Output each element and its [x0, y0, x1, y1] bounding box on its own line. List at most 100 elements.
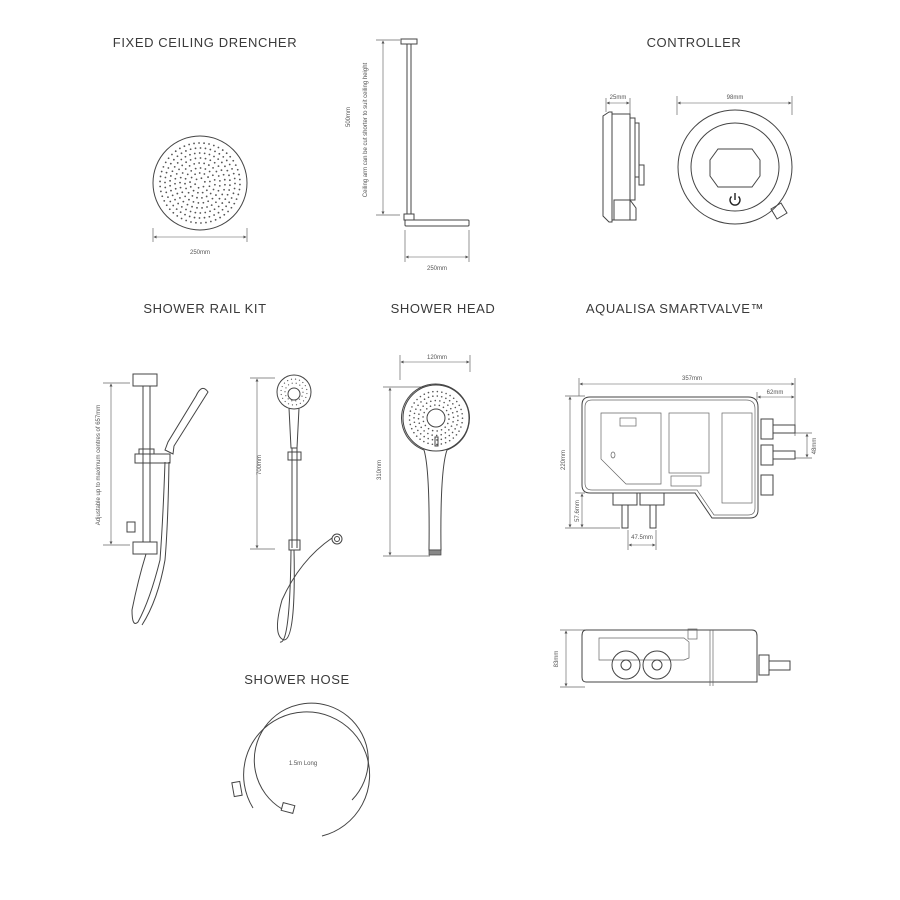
nozzle-dot: [436, 439, 438, 441]
nozzle-dot: [448, 429, 450, 431]
nozzle-dot: [417, 417, 420, 420]
nozzle-dot: [299, 402, 301, 404]
nozzle-dot: [302, 391, 304, 393]
nozzle-dot: [422, 416, 424, 418]
nozzle-dot: [413, 417, 415, 419]
nozzle-dot: [221, 193, 224, 196]
nozzle-dot: [436, 443, 438, 446]
nozzle-dot: [199, 157, 202, 159]
nozzle-dot: [225, 205, 228, 208]
nozzle-dot: [194, 211, 197, 214]
nozzle-dot: [196, 196, 198, 199]
nozzle-dot: [415, 435, 418, 437]
nozzle-dot: [165, 204, 168, 207]
nozzle-dot: [228, 189, 231, 191]
rail-adjust-note: Adjustable up to maximum centres of 657m…: [96, 405, 102, 525]
nozzle-dot: [282, 397, 284, 399]
nozzle-dot: [203, 173, 206, 175]
nozzle-dot: [198, 172, 201, 174]
dim-inlet-spacing: 47.5mm: [631, 535, 653, 541]
nozzle-dot: [448, 418, 450, 420]
nozzle-dot: [184, 182, 186, 185]
nozzle-dot: [419, 438, 421, 440]
nozzle-dot: [448, 439, 451, 442]
nozzle-dot: [213, 155, 215, 158]
nozzle-dot: [436, 430, 438, 432]
nozzle-dot: [168, 208, 171, 211]
nozzle-dot: [205, 189, 208, 192]
nozzle-dot: [436, 395, 439, 397]
nozzle-dot: [162, 165, 165, 168]
nozzle-dot: [230, 197, 233, 199]
nozzle-dot: [211, 174, 214, 177]
nozzle-dot: [222, 155, 225, 158]
nozzle-dot: [431, 443, 434, 446]
nozzle-dot: [163, 199, 166, 202]
dim-drencher-width: 250mm: [190, 250, 210, 256]
nozzle-dot: [444, 426, 447, 428]
nozzle-dot: [219, 216, 222, 219]
nozzle-dot: [432, 395, 434, 398]
nozzle-dot: [176, 162, 179, 164]
drencher-nozzles: [159, 142, 241, 224]
nozzle-dot: [184, 213, 186, 216]
nozzle-dot: [217, 205, 220, 208]
nozzle-dot: [203, 152, 206, 155]
dim-head-width: 120mm: [427, 355, 447, 361]
valve-inlets: [612, 492, 665, 529]
arm-note: Ceiling arm can be cut shorter to suit c…: [363, 62, 369, 197]
nozzle-dot: [226, 193, 229, 196]
nozzle-dot: [176, 192, 179, 195]
nozzle-dot: [435, 434, 438, 437]
nozzle-dot: [210, 204, 213, 206]
nozzle-dot: [291, 382, 293, 384]
nozzle-dot: [189, 158, 192, 161]
dim-valve-width: 357mm: [682, 376, 702, 382]
nozzle-dot: [298, 379, 301, 381]
nozzle-dot: [194, 183, 197, 186]
nozzle-dot: [179, 176, 182, 179]
nozzle-dot: [191, 195, 194, 197]
nozzle-dot: [169, 175, 172, 177]
nozzle-dot: [184, 195, 187, 198]
nozzle-dot: [443, 401, 445, 404]
nozzle-dot: [213, 214, 215, 216]
nozzle-dot: [205, 221, 207, 224]
nozzle-dot: [195, 178, 198, 181]
nozzle-dot: [291, 404, 294, 406]
nozzle-dot: [185, 208, 187, 211]
nozzle-dot: [178, 147, 181, 150]
nozzle-dot: [228, 179, 231, 182]
nozzle-dot: [198, 217, 201, 219]
nozzle-dot: [227, 210, 229, 213]
nozzle-dot: [427, 432, 429, 435]
nozzle-dot: [232, 172, 235, 175]
nozzle-dot: [209, 210, 211, 213]
nozzle-dot: [444, 437, 447, 439]
nozzle-dot: [287, 398, 289, 400]
shower-hose-view: 1.5m Long: [231, 702, 371, 837]
nozzle-dot: [281, 385, 283, 388]
nozzle-dot: [295, 382, 297, 384]
nozzle-dot: [200, 222, 202, 224]
nozzle-dot: [212, 144, 215, 147]
nozzle-dot: [218, 197, 221, 200]
nozzle-dot: [204, 157, 207, 160]
nozzle-dot: [420, 401, 422, 403]
nozzle-dot: [238, 173, 241, 176]
power-icon: [729, 193, 741, 206]
nozzle-dot: [160, 170, 163, 173]
nozzle-dot: [175, 208, 178, 211]
nozzle-dot: [425, 402, 428, 405]
dim-valve-height: 220mm: [561, 450, 567, 470]
nozzle-dot: [196, 191, 199, 194]
nozzle-dot: [217, 211, 220, 214]
nozzle-dot: [213, 161, 216, 164]
nozzle-dot: [441, 391, 443, 393]
nozzle-dot: [198, 162, 201, 164]
nozzle-dot: [451, 411, 454, 414]
nozzle-dot: [411, 406, 413, 408]
nozzle-dot: [221, 202, 224, 204]
nozzle-dot: [233, 202, 236, 205]
nozzle-dot: [169, 184, 172, 187]
